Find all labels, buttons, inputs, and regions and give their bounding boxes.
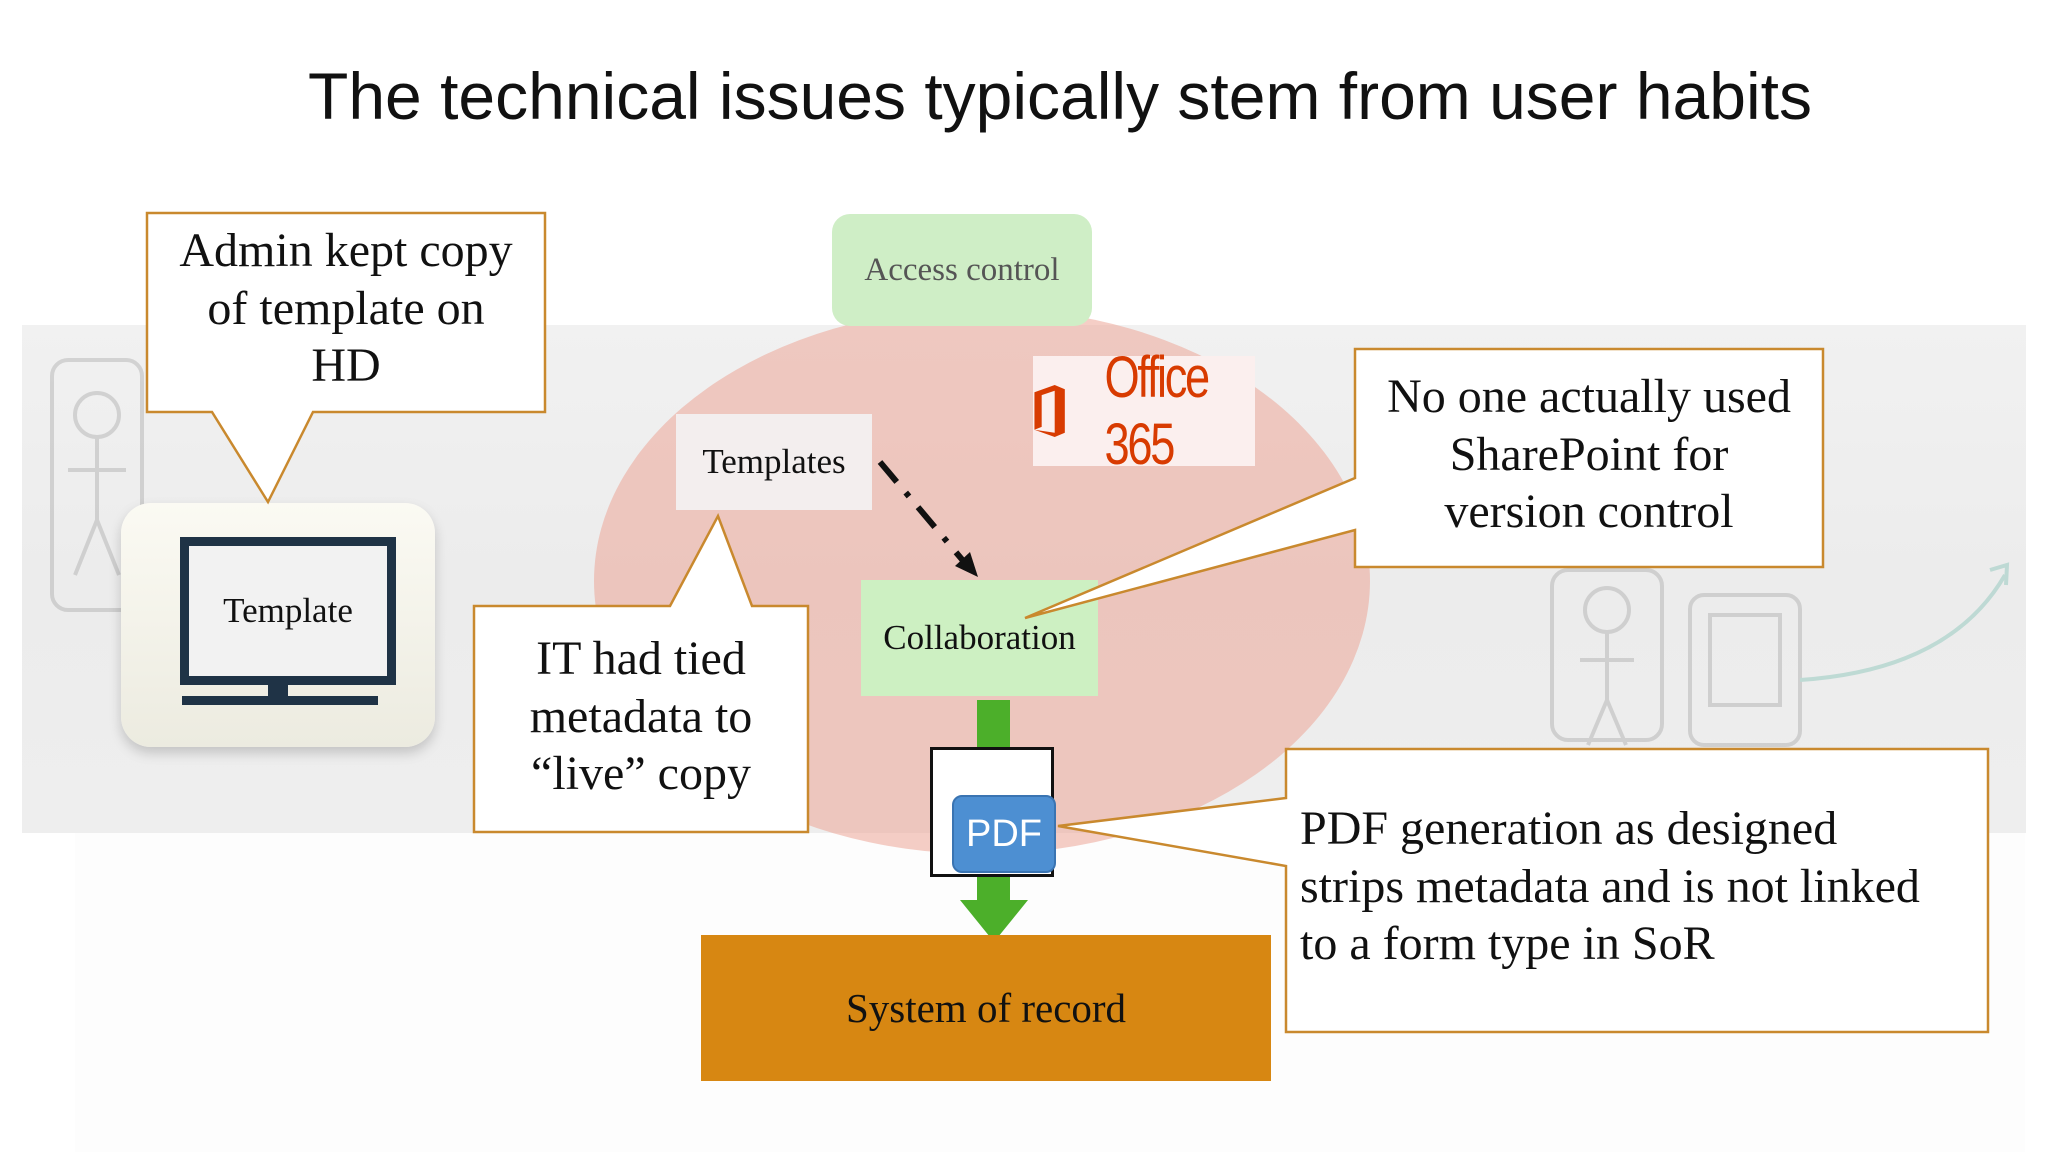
templates-to-collaboration-arrow-head	[955, 552, 978, 577]
monitor-screen: Template	[180, 537, 396, 685]
admin-callout-shape	[145, 211, 547, 505]
sharepoint-callout-line-3: version control	[1444, 485, 1734, 539]
bg-trend-arrow-head	[1989, 562, 2010, 586]
admin-callout-line-3: HD	[311, 339, 381, 393]
it-callout-line-3: “live” copy	[531, 747, 751, 801]
bg-stick-figure-leg-left-a	[73, 519, 99, 576]
admin-callout-line-1: Admin kept copy	[179, 224, 513, 277]
templates-to-collaboration-arrow	[877, 460, 968, 565]
bg-panel-left	[50, 358, 144, 612]
it-callout: IT had tied metadata to “live” copy	[478, 630, 804, 803]
pdf-generation-callout-shape	[1057, 747, 1990, 1034]
slide-title: The technical issues typically stem from…	[308, 59, 1812, 133]
bg-stick-figure-leg-right-a	[1586, 699, 1609, 746]
sharepoint-callout: No one actually used SharePoint for vers…	[1358, 368, 1820, 541]
bg-device-screen-right	[1708, 613, 1782, 707]
pdf-generation-callout-line-2: strips metadata and is not linked	[1300, 859, 1920, 913]
it-callout-line-2: metadata to	[529, 689, 753, 743]
system-of-record-box: System of record	[701, 935, 1271, 1081]
it-callout-shape	[472, 512, 810, 834]
monitor-stand-base	[182, 696, 378, 705]
bg-stick-figure-head-left	[73, 391, 121, 439]
sharepoint-callout-shape	[1024, 347, 1825, 620]
it-callout-line-1: IT had tied	[536, 632, 746, 685]
office365-wordmark: Office 365	[1104, 345, 1211, 477]
bg-stick-figure-head-right	[1583, 586, 1631, 634]
template-label: Template	[223, 591, 353, 630]
pdf-generation-callout: PDF generation as designed strips metada…	[1300, 800, 1990, 973]
bg-stick-figure-leg-left-b	[95, 519, 121, 576]
access-control-box: Access control	[832, 214, 1092, 326]
office-icon	[1034, 384, 1065, 438]
bg-device-right	[1688, 593, 1802, 747]
pdf-generation-callout-line-3: to a form type in SoR	[1300, 917, 1715, 971]
pdf-badge: PDF	[952, 795, 1056, 873]
pdf-generation-callout-line-1: PDF generation as designed	[1300, 802, 1838, 855]
bg-trend-arrow	[1799, 573, 2007, 682]
collaboration-to-sor-arrow-head	[960, 900, 1028, 942]
collaboration-box: Collaboration	[861, 580, 1098, 696]
bg-panel-right	[1550, 568, 1664, 742]
sharepoint-callout-line-2: SharePoint for	[1449, 427, 1729, 481]
sharepoint-callout-line-1: No one actually used	[1387, 370, 1791, 423]
admin-callout: Admin kept copy of template on HD	[150, 222, 542, 395]
templates-box: Templates	[676, 414, 872, 510]
office365-logo: Office 365	[1033, 345, 1255, 477]
bg-stick-figure-leg-right-b	[1605, 699, 1628, 746]
admin-callout-line-2: of template on	[207, 281, 485, 335]
monitor-stand-neck	[268, 676, 288, 702]
